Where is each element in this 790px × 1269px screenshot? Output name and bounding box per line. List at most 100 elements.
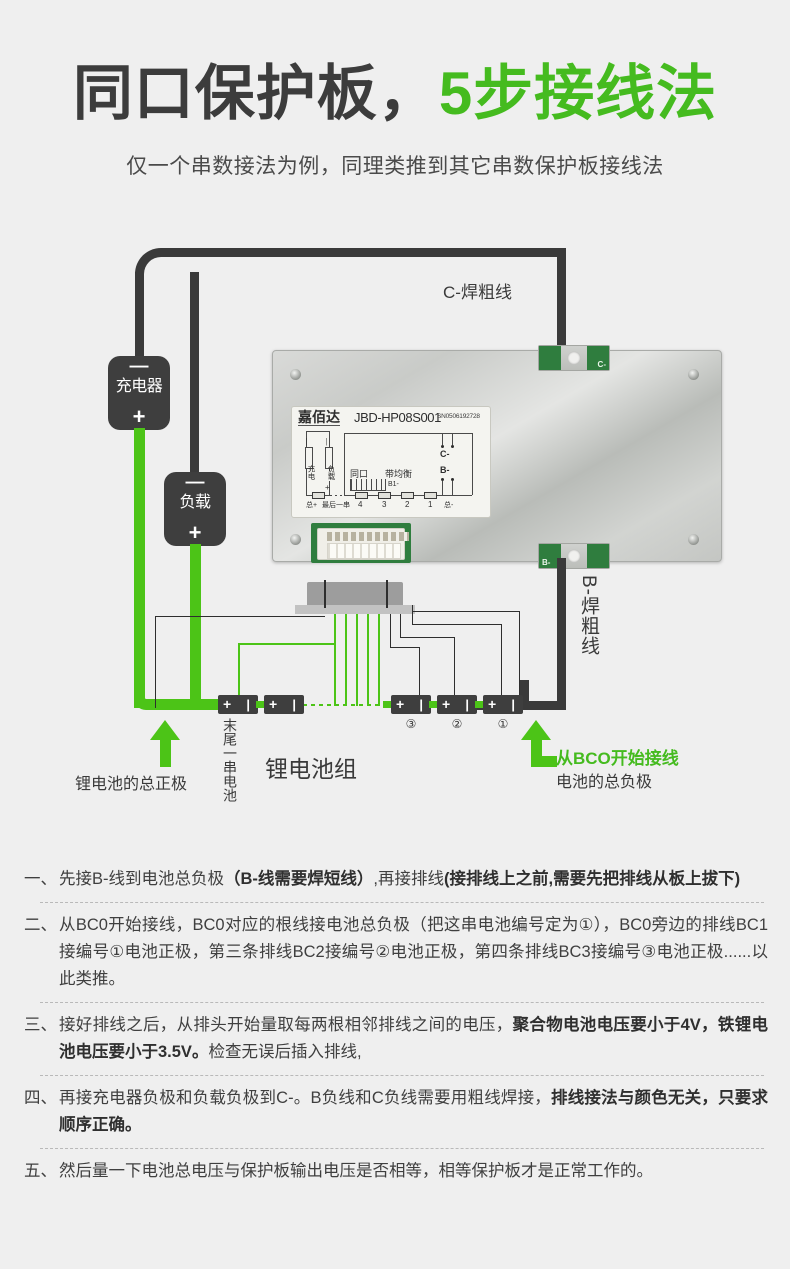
c-pad-green-left (539, 346, 561, 370)
cell-minus: | (292, 697, 296, 712)
wiring-diagram: C-焊粗线 嘉佰达 JBD-HP08S001 SN0506192728 (0, 210, 790, 850)
page-subtitle: 仅一个串数接法为例，同理类推到其它串数保护板接线法 (126, 155, 664, 178)
cell-plus: + (488, 696, 497, 712)
step-text: 接好排线之后，从排头开始量取每两根相邻排线之间的电压，聚合物电池电压要小于4V，… (59, 1016, 768, 1061)
schematic-with-balance: 带均衡 (385, 469, 413, 479)
page-title-dark: 同口保护板， (72, 60, 439, 127)
connector-slots (327, 543, 401, 559)
step-number: 二、 (24, 916, 57, 934)
balance-wire-bc3 (356, 614, 358, 706)
step-text: 先接B-线到电池总负极（B-线需要焊短线）,再接排线(接排线上之前,需要先把排线… (59, 870, 741, 888)
b-pad-label: B- (542, 558, 551, 567)
charger-label: 充电器 (115, 378, 163, 395)
schematic-tap-2: 2 (405, 500, 410, 509)
board-screw-bottom-left (290, 534, 301, 545)
schematic-last-string: 最后一串 (322, 502, 350, 509)
label-start-from-bco: 从BCO开始接线 (556, 749, 679, 768)
battery-cell-number-3: ③ (405, 717, 417, 731)
label-b-thick-wire: B-焊粗线 (578, 575, 599, 656)
step-divider-1 (40, 902, 764, 903)
balance-wire-bc0-d (519, 611, 520, 707)
schematic-b-minus: B- (440, 465, 450, 475)
ribbon-plug-arrow-left (324, 580, 326, 608)
battery-cell-3: + | (391, 695, 431, 714)
page-header: 同口保护板，5步接线法 仅一个串数接法为例，同理类推到其它串数保护板接线法 (0, 0, 790, 210)
instruction-step-5: 五、 然后量一下电池总电压与保护板输出电压是否相等，相等保护板才是正常工作的。 (0, 1158, 790, 1185)
wire-b-minus-corner (520, 680, 566, 710)
balance-wire-black-top-h (155, 616, 325, 617)
cell-minus: | (419, 697, 423, 712)
step-divider-3 (40, 1075, 764, 1076)
step-number: 四、 (24, 1089, 57, 1107)
pack-series-dashline (215, 704, 485, 706)
cell-plus: + (269, 696, 278, 712)
cell-join-1 (256, 701, 266, 708)
balance-wire-bc6-d (419, 647, 420, 707)
balance-wire-bc1 (334, 614, 336, 706)
board-label-sticker: 嘉佰达 JBD-HP08S001 SN0506192728 — (291, 406, 491, 518)
page-title-green: 5步接线法 (438, 60, 718, 127)
step-text: 从BC0开始接线，BC0对应的根线接电池总负极（把这串电池编号定为①），BC0旁… (59, 916, 768, 988)
load-minus-terminal: — (185, 472, 205, 493)
board-serial-number: SN0506192728 (437, 413, 480, 420)
wire-load-positive (190, 544, 201, 708)
battery-cell-number-2: ② (451, 717, 463, 731)
battery-cell-1: + | (483, 695, 523, 714)
balance-wire-tail-horizontal (238, 643, 336, 645)
schematic-load-plus: + (325, 483, 330, 492)
wire-charger-negative-vertical (135, 272, 144, 362)
instruction-step-2: 二、 从BC0开始接线，BC0对应的根线接电池总负极（把这串电池编号定为①），B… (0, 912, 790, 993)
schematic-b1-minus: B1- (388, 481, 399, 488)
wire-b-minus-vertical (557, 558, 566, 710)
label-c-thick-wire: C-焊粗线 (443, 283, 512, 302)
wire-top-horizontal (163, 248, 566, 257)
balance-wire-bc8 (412, 605, 413, 625)
schematic-charge-label: 充电 (307, 465, 316, 480)
instruction-step-4: 四、 再接充电器负极和负载负极到C-。B负线和C负线需要用粗线焊接，排线接法与颜… (0, 1085, 790, 1139)
schematic-load-minus: — (323, 438, 332, 446)
board-schematic: — 充电 — 负载 + 同口 带均衡 B1- C- B- (292, 407, 492, 519)
load-box: — 负载 + (164, 472, 226, 546)
instruction-step-3: 三、 接好排线之后，从排头开始量取每两根相邻排线之间的电压，聚合物电池电压要小于… (0, 1012, 790, 1066)
charger-minus-terminal: — (129, 356, 149, 377)
wire-charger-positive (134, 428, 145, 708)
cell-plus: + (223, 696, 232, 712)
battery-cell-tail-1: + | (264, 695, 304, 714)
schematic-load-label: 负载 (327, 465, 336, 480)
balance-wire-bc5 (378, 614, 380, 706)
b-pad-green-right (587, 544, 609, 568)
board-screw-top-right (688, 369, 699, 380)
wire-green-pack-positive-run (172, 699, 218, 710)
balance-wire-bc4 (367, 614, 369, 706)
instruction-step-1: 一、 先接B-线到电池总负极（B-线需要焊短线）,再接排线(接排线上之前,需要先… (0, 866, 790, 893)
board-brand: 嘉佰达 (298, 409, 340, 426)
wire-load-negative-vertical (190, 272, 199, 477)
step-text: 然后量一下电池总电压与保护板输出电压是否相等，相等保护板才是正常工作的。 (59, 1162, 653, 1180)
b-pad-hole (567, 549, 581, 563)
ribbon-plug-arrow-right (386, 580, 388, 608)
schematic-same-port: 同口 (350, 469, 369, 479)
balance-wire-bc2 (345, 614, 347, 706)
schematic-tap-4: 4 (358, 500, 363, 509)
step-divider-4 (40, 1148, 764, 1149)
label-tail-cell: 末尾一串电池 (222, 718, 238, 802)
charger-plus-terminal: + (132, 404, 146, 429)
step-text: 再接充电器负极和负载负极到C-。B负线和C负线需要用粗线焊接，排线接法与颜色无关… (59, 1089, 768, 1134)
b-minus-pad: B- (538, 543, 610, 569)
battery-cell-number-1: ① (497, 717, 509, 731)
board-model: JBD-HP08S001 (354, 410, 441, 425)
load-plus-terminal: + (188, 520, 202, 545)
c-minus-pad: C- (538, 345, 610, 371)
balance-wire-bc7 (400, 614, 401, 638)
schematic-c-minus: C- (440, 449, 450, 459)
page-title: 同口保护板，5步接线法 (0, 62, 790, 125)
load-label: 负载 (179, 494, 211, 511)
balance-wire-tail-drop (238, 643, 240, 707)
schematic-tap-3: 3 (382, 500, 387, 509)
b-pad-green-left: B- (539, 544, 561, 568)
schematic-charge-minus: — (303, 438, 312, 446)
cell-minus: | (465, 697, 469, 712)
cell-join-0 (210, 701, 220, 708)
c-pad-label: C- (597, 360, 606, 369)
ribbon-plug-flange (295, 605, 415, 614)
